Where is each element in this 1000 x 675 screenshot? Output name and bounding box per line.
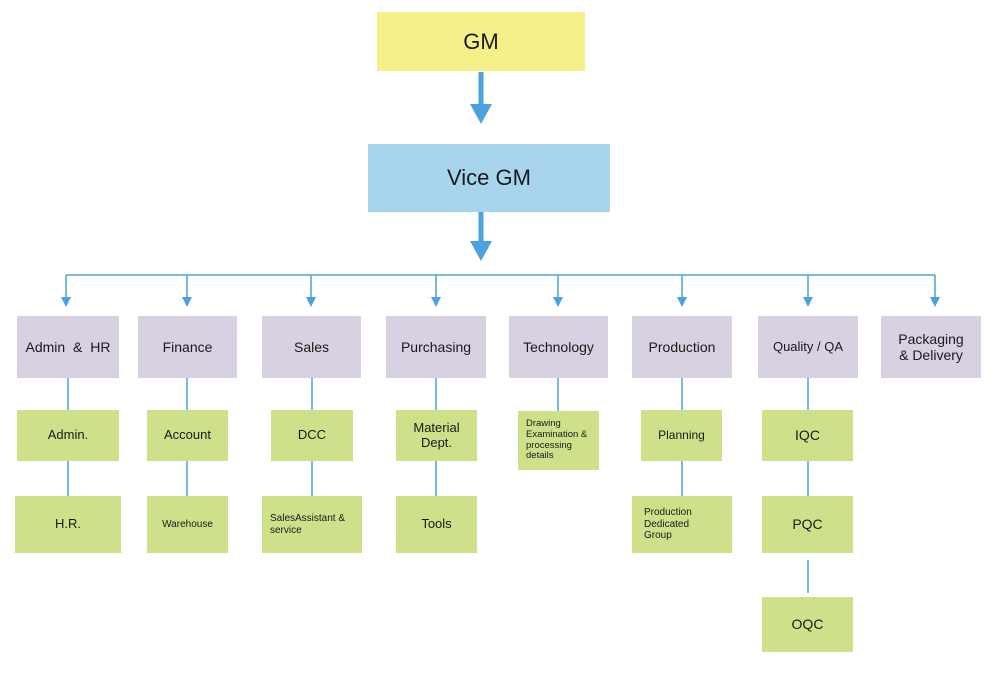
sub-admin: Admin. xyxy=(17,410,119,461)
dept-technology: Technology xyxy=(509,316,608,378)
dept-production: Production xyxy=(632,316,732,378)
sub-sales-assistant-service: SalesAssistant & service xyxy=(262,496,362,553)
sub-iqc: IQC xyxy=(762,410,853,461)
sub-account: Account xyxy=(147,410,228,461)
arrow-vicegm-to-departments xyxy=(470,212,492,261)
sub-tools: Tools xyxy=(396,496,477,553)
arrow-gm-to-vicegm xyxy=(470,72,492,124)
dept-arrow-0 xyxy=(61,275,71,307)
sub-unit-connectors xyxy=(67,378,809,593)
sub-material-dept: Material Dept. xyxy=(396,410,477,461)
dept-arrow-5 xyxy=(677,275,687,307)
dept-arrow-1 xyxy=(182,275,192,307)
department-arrows xyxy=(61,275,940,307)
dept-finance: Finance xyxy=(138,316,237,378)
gm-box: GM xyxy=(377,12,585,71)
dept-arrow-6 xyxy=(803,275,813,307)
sub-oqc: OQC xyxy=(762,597,853,652)
dept-purchasing: Purchasing xyxy=(386,316,486,378)
vice-gm-box: Vice GM xyxy=(368,144,610,212)
dept-arrow-4 xyxy=(553,275,563,307)
dept-arrow-3 xyxy=(431,275,441,307)
dept-sales: Sales xyxy=(262,316,361,378)
sub-pqc: PQC xyxy=(762,496,853,553)
sub-production-dedicated-group: Production Dedicated Group xyxy=(632,496,732,553)
dept-packaging-delivery: Packaging & Delivery xyxy=(881,316,981,378)
dept-quality-qa: Quality / QA xyxy=(758,316,858,378)
dept-admin-hr: Admin & HR xyxy=(17,316,119,378)
sub-drawing-examination: Drawing Examination & processing details xyxy=(518,411,599,470)
sub-planning: Planning xyxy=(641,410,722,461)
sub-hr: H.R. xyxy=(15,496,121,553)
dept-arrow-7 xyxy=(930,275,940,307)
sub-warehouse: Warehouse xyxy=(147,496,228,553)
dept-arrow-2 xyxy=(306,275,316,307)
sub-dcc: DCC xyxy=(271,410,353,461)
